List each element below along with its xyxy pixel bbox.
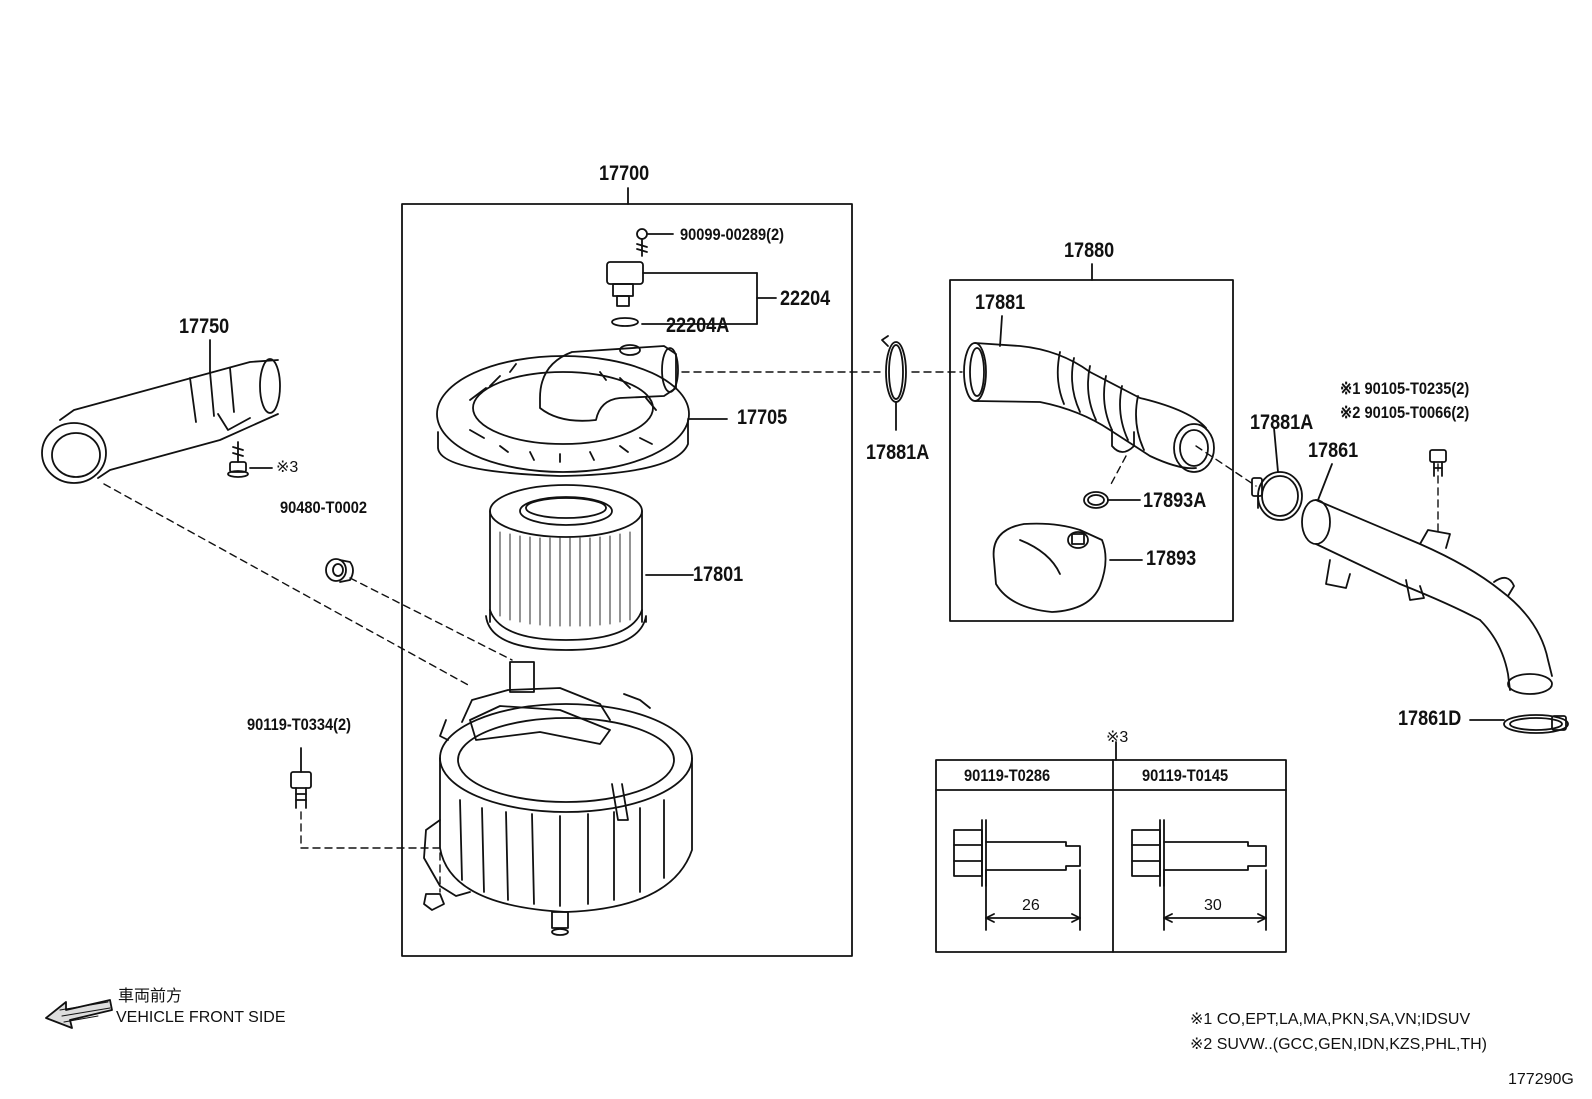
label-90119-t0334: 90119-T0334(2): [247, 715, 352, 734]
label-17700: 17700: [599, 162, 650, 185]
hose-clip-17893a-icon: [1083, 491, 1141, 509]
label-star3-bolt: ※3: [276, 459, 299, 476]
air-filter-element-17801-icon: [485, 484, 694, 651]
inlet-duct-17750-icon: [41, 339, 281, 484]
bolt-table: [935, 741, 1287, 953]
grommet-90480-icon: [325, 558, 354, 583]
bolt-table-col1-length: 26: [1022, 897, 1040, 914]
footnote-1: ※1 CO,EPT,LA,MA,PKN,SA,VN;IDSUV: [1190, 1011, 1471, 1028]
hose-clamp-17881a-left-icon: [881, 335, 907, 431]
connector-lines: [103, 371, 1439, 893]
label-90099-00289: 90099-00289(2): [680, 225, 785, 244]
bolt-90105-icon: [1429, 449, 1447, 477]
label-17750: 17750: [179, 315, 230, 338]
label-17893: 17893: [1146, 547, 1197, 570]
figure-id: 177290G: [1508, 1071, 1574, 1088]
bolt-table-marker: ※3: [1106, 729, 1129, 746]
label-17881: 17881: [975, 291, 1026, 314]
bolt-table-col2-part: 90119-T0145: [1142, 766, 1229, 785]
label-17801: 17801: [693, 563, 744, 586]
label-17861d: 17861D: [1398, 707, 1462, 730]
resonator-17893-icon: [992, 522, 1143, 613]
air-cleaner-case-icon: [423, 661, 693, 936]
label-22204: 22204: [780, 287, 831, 310]
hose-clamp-17861d-icon: [1469, 714, 1569, 734]
bolt-table-col2-length: 30: [1204, 897, 1222, 914]
label-90105-t0235: ※1 90105-T0235(2): [1340, 379, 1470, 398]
air-cleaner-cap-17705-icon: [436, 344, 728, 477]
vehicle-front-arrow-icon: [45, 999, 113, 1029]
label-90480-t0002: 90480-T0002: [280, 498, 367, 517]
label-90105-t0066: ※2 90105-T0066(2): [1340, 403, 1470, 422]
label-17881a-right: 17881A: [1250, 411, 1314, 434]
label-22204a: 22204A: [666, 314, 730, 337]
bolt-table-col1-part: 90119-T0286: [964, 766, 1051, 785]
orientation-japanese: 車両前方: [118, 988, 183, 1005]
intake-hose-17881-icon: [963, 315, 1215, 473]
footnote-2: ※2 SUVW..(GCC,GEN,IDN,KZS,PHL,TH): [1190, 1036, 1487, 1053]
hose-clamp-17881a-right-icon: [1251, 427, 1303, 521]
label-17861: 17861: [1308, 439, 1359, 462]
airflow-sensor-22204-icon: [606, 261, 777, 327]
screw-90099-icon: [636, 228, 674, 257]
air-duct-17861-icon: [1301, 463, 1553, 695]
label-17881a-left: 17881A: [866, 441, 930, 464]
label-17893a: 17893A: [1143, 489, 1207, 512]
box-17700: [401, 203, 853, 957]
label-17880: 17880: [1064, 239, 1115, 262]
bolt-90119-t0334-icon: [290, 747, 312, 809]
orientation-english: VEHICLE FRONT SIDE: [116, 1009, 286, 1026]
bolt-star3-icon: [227, 441, 273, 478]
label-17705: 17705: [737, 406, 788, 429]
